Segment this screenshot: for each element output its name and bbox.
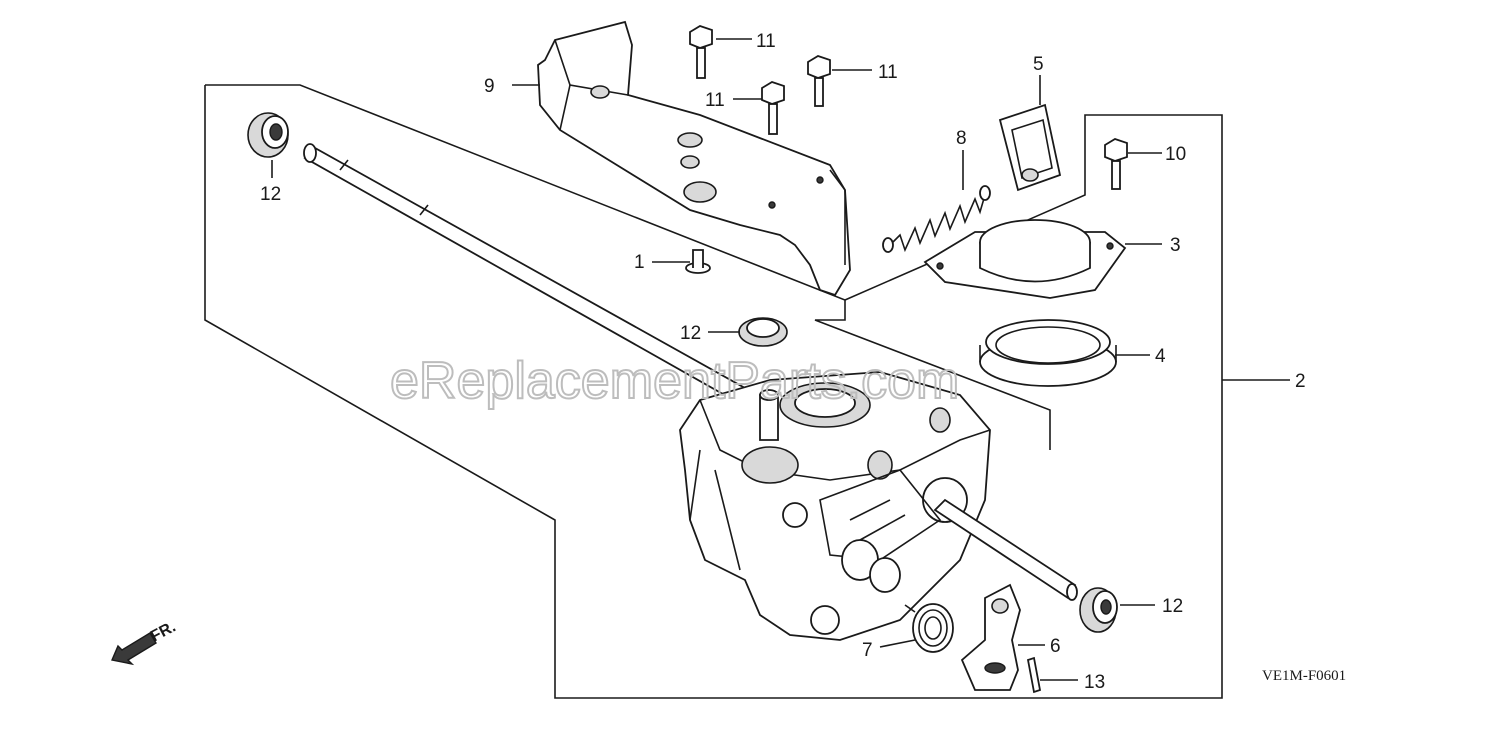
bearing-part-12-bottom: [1079, 587, 1118, 633]
callouts: 9 11 11 11 5 8 10 3 4 2 1 12 12 12 6 7 1…: [260, 31, 1306, 693]
coil-part-7: [904, 603, 954, 653]
assembly-boundary: [204, 84, 1290, 699]
drawing-code: VE1M-F0601: [1262, 668, 1346, 684]
callout-12-top: 12: [260, 184, 281, 205]
arm-part-6: [960, 583, 1021, 691]
callout-10: 10: [1165, 144, 1186, 165]
callout-12-bottom: 12: [1162, 596, 1183, 617]
front-direction-arrow: FR.: [111, 618, 179, 666]
callout-9: 9: [484, 76, 495, 97]
bolt-part-11-top: [689, 25, 713, 79]
stud-part-1: [685, 249, 711, 274]
callout-13: 13: [1084, 672, 1105, 693]
callout-11-right: 11: [878, 62, 898, 83]
callout-5: 5: [1033, 54, 1044, 75]
callout-3: 3: [1170, 235, 1181, 256]
callout-4: 4: [1155, 346, 1166, 367]
callout-11-top: 11: [756, 31, 776, 52]
transmission-housing: [679, 371, 1078, 641]
watermark: eReplacementParts.com: [390, 352, 959, 410]
callout-6: 6: [1050, 636, 1061, 657]
callout-11-mid: 11: [705, 90, 725, 111]
callout-7: 7: [862, 640, 873, 661]
callout-2: 2: [1295, 371, 1306, 392]
leader-lines: [271, 38, 1162, 681]
bolt-part-11-mid: [761, 81, 785, 135]
spring-part-8: [882, 185, 991, 253]
bracket-part-9: [537, 20, 851, 297]
seal-part-4: [979, 319, 1117, 387]
cap-part-3: [923, 219, 1127, 299]
callout-12-mid: 12: [680, 323, 701, 344]
callout-8: 8: [956, 128, 967, 149]
bearing-part-12-mid: [738, 317, 788, 347]
bearing-part-12-top: [247, 112, 289, 158]
callout-1: 1: [634, 252, 645, 273]
pin-part-13: [1026, 656, 1042, 694]
cover-part-5: [998, 103, 1062, 192]
bolt-part-11-right: [807, 55, 831, 107]
bolt-part-10: [1104, 138, 1128, 190]
